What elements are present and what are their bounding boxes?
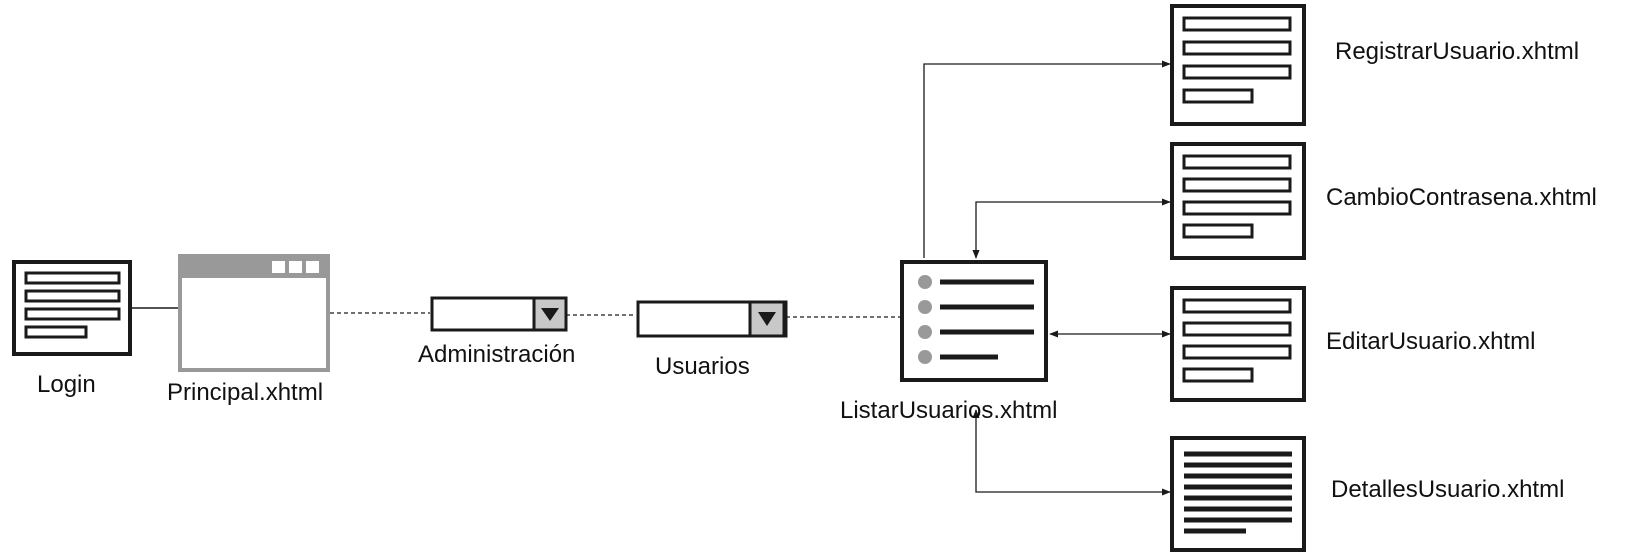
login-label: Login bbox=[37, 371, 96, 398]
registrar-label: RegistrarUsuario.xhtml bbox=[1335, 38, 1580, 65]
usuarios-label: Usuarios bbox=[655, 353, 750, 380]
principal-label: Principal.xhtml bbox=[167, 379, 324, 406]
dropdown-menu-icon bbox=[636, 300, 788, 338]
browser-window-icon bbox=[178, 254, 330, 372]
listar-detalles-arrow bbox=[972, 409, 1171, 496]
dropdown-menu-icon bbox=[430, 296, 568, 332]
listar-cambio-arrow bbox=[972, 198, 1171, 259]
connectors bbox=[124, 60, 1171, 496]
editar-label: EditarUsuario.xhtml bbox=[1326, 328, 1536, 355]
cambio-label: CambioContrasena.xhtml bbox=[1326, 184, 1597, 211]
form-page-icon bbox=[1170, 4, 1306, 126]
listar-label: ListarUsuarios.xhtml bbox=[840, 397, 1058, 424]
administracion-label: Administración bbox=[418, 341, 576, 368]
detalles-label: DetallesUsuario.xhtml bbox=[1331, 476, 1565, 503]
form-page-icon bbox=[1170, 142, 1306, 260]
listar-registrar-arrow bbox=[923, 60, 1171, 258]
detail-page-icon bbox=[1170, 436, 1306, 552]
form-page-icon bbox=[12, 260, 132, 356]
form-page-icon bbox=[1170, 286, 1306, 402]
list-page-icon bbox=[900, 260, 1048, 382]
